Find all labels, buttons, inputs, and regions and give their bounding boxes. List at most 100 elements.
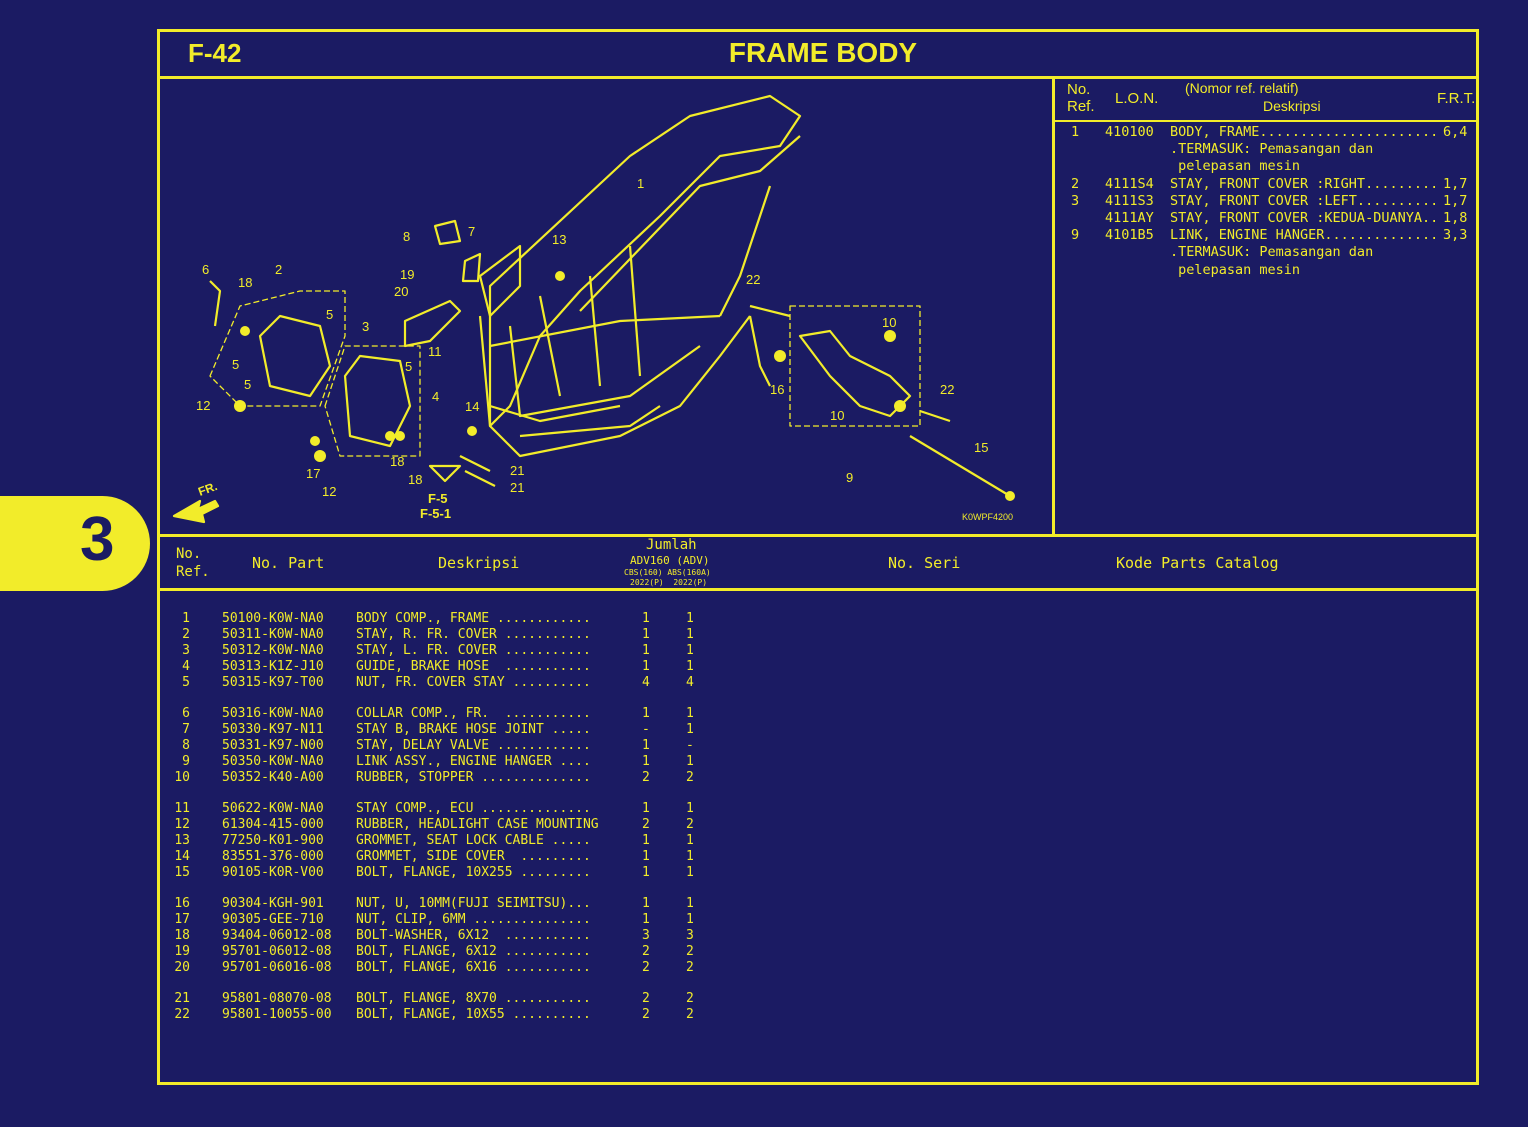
ref-no: 1 [1071, 124, 1080, 140]
callout-9: 9 [846, 470, 853, 485]
part-number: 50622-K0W-NA0 [222, 801, 324, 817]
part-desc: STAY COMP., ECU .............. [356, 801, 591, 817]
part-desc: NUT, CLIP, 6MM ............... [356, 912, 591, 928]
qty-cbs: 1 [642, 658, 650, 674]
part-number: 95801-10055-00 [222, 1007, 332, 1023]
qty-abs: 1 [686, 658, 694, 674]
ref-desc: .TERMASUK: Pemasangan dan [1170, 141, 1374, 158]
part-ref: 7 [182, 722, 190, 737]
table-row[interactable]: 9 50350-K0W-NA0 LINK ASSY., ENGINE HANGER … [160, 754, 760, 770]
callout-12a: 12 [196, 398, 210, 413]
part-ref: 6 [182, 706, 190, 722]
ref-frt: 1,7 [1443, 175, 1468, 192]
part-desc: COLLAR COMP., FR. ........... [356, 706, 591, 722]
part-number: 77250-K01-900 [222, 833, 324, 848]
ref-frt: 6,4 [1443, 124, 1468, 140]
callout-4: 4 [432, 389, 439, 404]
part-ref: 18 [174, 928, 190, 944]
part-desc: STAY, DELAY VALVE ............ [356, 737, 591, 753]
qty-abs: 1 [686, 753, 694, 769]
part-number: 93404-06012-08 [222, 928, 332, 944]
part-number: 90305-GEE-710 [222, 912, 324, 928]
part-ref: 1 [182, 611, 190, 626]
ref-desc: STAY, FRONT COVER :LEFT.......... [1170, 192, 1439, 209]
qty-abs: 2 [686, 1007, 694, 1023]
section-number: 3 [80, 505, 115, 574]
col-deskripsi: Deskripsi [438, 554, 520, 572]
catalog-sheet: F-42 FRAME BODY [157, 29, 1479, 1085]
callout-7: 7 [468, 224, 475, 239]
part-number: 50100-K0W-NA0 [222, 611, 324, 626]
ref-desc: BODY, FRAME...................... [1170, 124, 1439, 140]
callout-19: 19 [400, 267, 414, 282]
ref-desc: pelepasan mesin [1170, 261, 1301, 278]
qty-cbs: 2 [642, 1007, 650, 1023]
qty-abs: 1 [686, 912, 694, 928]
ref-no: 2 [1071, 175, 1080, 192]
qty-cbs: - [642, 722, 650, 737]
part-number: 50315-K97-T00 [222, 674, 324, 690]
part-desc: GROMMET, SEAT LOCK CABLE ..... [356, 833, 591, 848]
table-row[interactable]: 13 77250-K01-900 GROMMET, SEAT LOCK CABLE … [160, 833, 760, 849]
part-number: 50352-K40-A00 [222, 769, 324, 785]
qty-abs: 1 [686, 864, 694, 880]
col-kode: Kode Parts Catalog [1116, 554, 1279, 572]
callout-10b: 10 [830, 408, 844, 423]
page-code: F-42 [188, 38, 242, 68]
qty-abs: 1 [686, 626, 694, 642]
qty-abs: 2 [686, 991, 694, 1007]
part-desc: LINK ASSY., ENGINE HANGER .... [356, 753, 591, 769]
part-desc: STAY B, BRAKE HOSE JOINT ..... [356, 722, 591, 737]
qty-abs: 1 [686, 801, 694, 817]
qty-abs: 4 [686, 674, 694, 690]
part-ref: 9 [182, 753, 190, 769]
ref-col-desc-top: (Nomor ref. relatif) [1185, 80, 1299, 96]
ref-desc: .TERMASUK: Pemasangan dan [1170, 244, 1374, 261]
part-ref: 4 [182, 658, 190, 674]
part-desc: BOLT, FLANGE, 6X16 ........... [356, 959, 591, 975]
qty-cbs: 2 [642, 769, 650, 785]
part-ref: 21 [174, 991, 190, 1007]
ref-lon: 4101B5 [1105, 227, 1154, 244]
callout-5c: 5 [244, 377, 251, 392]
qty-cbs: 1 [642, 753, 650, 769]
part-desc: BOLT, FLANGE, 8X70 ........... [356, 991, 591, 1007]
callout-17: 17 [306, 466, 320, 481]
qty-cbs: 1 [642, 848, 650, 864]
part-desc: RUBBER, STOPPER .............. [356, 769, 591, 785]
part-ref: 3 [182, 642, 190, 658]
exploded-diagram[interactable]: 1 2 3 4 5 5 5 5 6 7 8 9 10 10 11 12 12 1… [160, 76, 1052, 534]
part-desc: GUIDE, BRAKE HOSE ........... [356, 658, 591, 674]
qty-cbs: 1 [642, 642, 650, 658]
part-ref: 22 [174, 1007, 190, 1023]
section-tab[interactable]: 3 [0, 496, 150, 591]
callout-18a: 18 [238, 275, 252, 290]
col-jumlah: Jumlah [646, 537, 697, 553]
part-number: 50350-K0W-NA0 [222, 753, 324, 769]
callout-22a: 22 [746, 272, 760, 287]
part-ref: 13 [174, 833, 190, 848]
qty-abs: 2 [686, 959, 694, 975]
part-number: 90105-K0R-V00 [222, 864, 324, 880]
part-ref: 8 [182, 737, 190, 753]
